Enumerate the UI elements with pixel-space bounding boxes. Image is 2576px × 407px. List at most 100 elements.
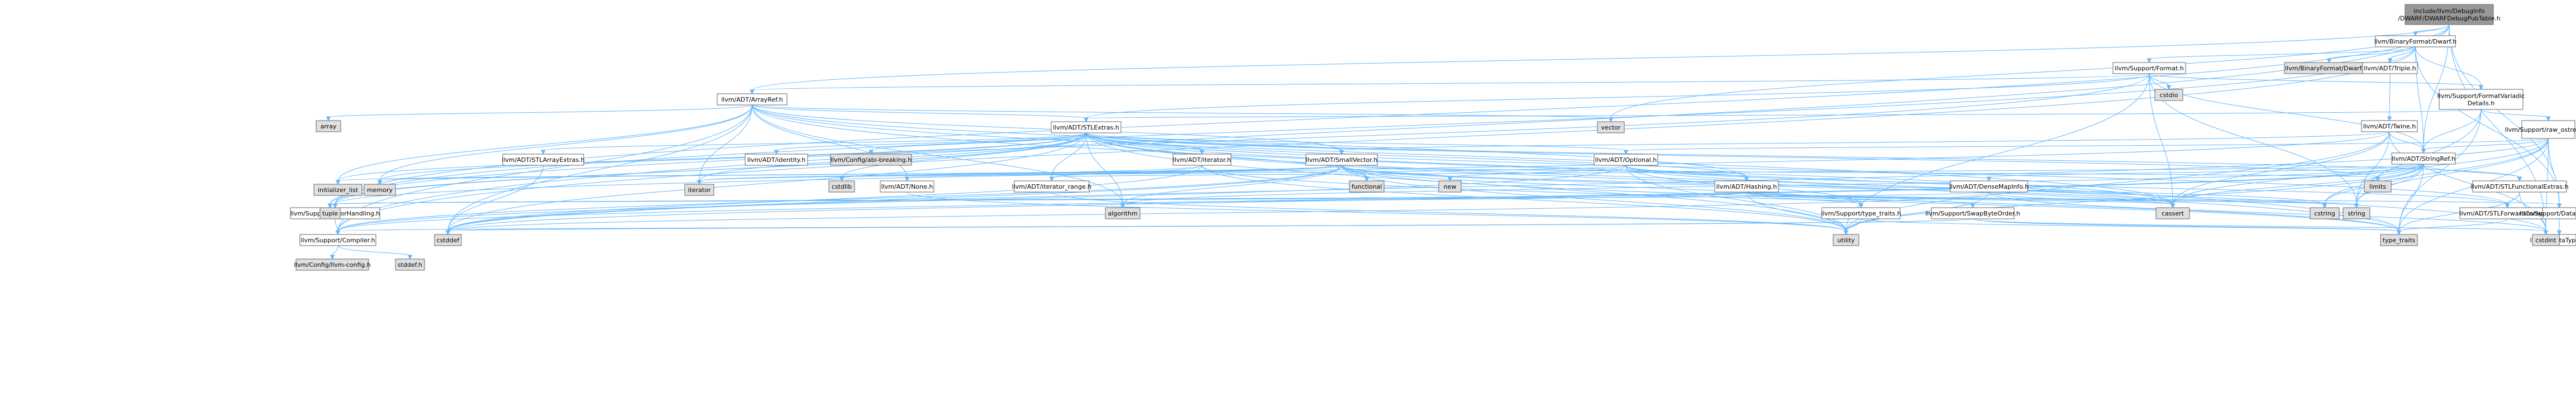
edge-stringref-to-densemapinfo: [1986, 164, 2424, 182]
edge-stringref-to-stlfunc: [2423, 164, 2522, 182]
node-llvm-support-format-h[interactable]: llvm/Support/Format.h: [2112, 62, 2186, 74]
edge-stlarrayext-to-cstddef: [445, 165, 543, 236]
node-label: include/llvm/DebugInfo: [2413, 8, 2485, 15]
node-label: tuple: [322, 210, 338, 217]
node-limits: limits: [2364, 180, 2392, 193]
node-llvm-adt-stlfunctionalextras-h[interactable]: llvm/ADT/STLFunctionalExtras.h: [2470, 180, 2569, 193]
node-label: llvm/Config/abi-breaking.h: [831, 156, 912, 164]
node-cstdlib: cstdlib: [828, 180, 855, 193]
node-label: llvm/ADT/Hashing.h: [1716, 183, 1777, 190]
node-llvm-binaryformat-dwarf-h[interactable]: llvm/BinaryFormat/Dwarf.h: [2374, 35, 2456, 47]
node-label: llvm/Support/DataTypes.h: [2520, 210, 2576, 217]
node-label: stddef.h: [398, 261, 422, 269]
node-box: [1349, 180, 1385, 193]
edge-hashing-to-swapbyte: [1746, 191, 1976, 209]
node-type-traits: type_traits: [2380, 234, 2418, 246]
node-box: [2380, 234, 2418, 246]
node-tuple: tuple: [319, 207, 341, 219]
edge-twine-to-cassert: [2170, 131, 2390, 209]
node-label: llvm/Support/type_traits.h: [1821, 210, 1901, 217]
edge-hashing-to-string: [1746, 191, 2359, 209]
node-llvm-adt-densemapinfo-h[interactable]: llvm/ADT/DenseMapInfo.h: [1949, 180, 2029, 193]
edge-hashing-to-tuple: [327, 191, 1747, 209]
node-label: cstdio: [2160, 92, 2178, 99]
edge-smallvector-to-memory: [377, 165, 1342, 185]
edge-triple-to-twine: [2387, 73, 2392, 122]
node-label: llvm/ADT/DenseMapInfo.h: [1949, 183, 2029, 190]
node-label: llvm/ADT/STLArrayExtras.h: [502, 156, 584, 164]
node-llvm-config-llvm-config-h: llvm/Config/llvm-config.h: [294, 258, 371, 271]
node-algorithm: algorithm: [1105, 207, 1141, 219]
node-memory: memory: [364, 184, 396, 196]
edge-stlextras-to-abibreak: [869, 132, 1086, 155]
node-llvm-adt-iterator-h[interactable]: llvm/ADT/iterator.h: [1172, 154, 1232, 166]
node-box: [2391, 152, 2456, 165]
node-llvm-adt-stlextras-h[interactable]: llvm/ADT/STLExtras.h: [1051, 121, 1122, 133]
node-llvm-support-compiler-h[interactable]: llvm/Support/Compiler.h: [299, 234, 376, 246]
edge-compiler-to-stddef: [337, 245, 413, 260]
node-llvm-adt-stringref-h[interactable]: llvm/ADT/StringRef.h: [2391, 152, 2456, 165]
edge-stlextras-to-stlarrayext: [541, 132, 1086, 155]
edge-stlextras-to-smallvector: [1086, 132, 1344, 155]
edge-stringref-to-typetraits: [2396, 164, 2424, 236]
node-label: utility: [1837, 237, 1855, 244]
node-new: new: [1438, 180, 1462, 193]
node-cstdint: cstdint: [2532, 234, 2560, 246]
edge-arrayref-to-array: [326, 104, 752, 122]
node-llvm-adt-iterator-range-h[interactable]: llvm/ADT/iterator_range.h: [1012, 180, 1091, 193]
edge-arrayref-to-initlist: [335, 104, 752, 185]
node-llvm-adt-triple-h[interactable]: llvm/ADT/Triple.h: [2362, 62, 2418, 74]
node-box: [2532, 234, 2560, 246]
node-llvm-support-raw-ostream-h[interactable]: llvm/Support/raw_ostream.h: [2505, 120, 2576, 139]
node-label: llvm/Support/Compiler.h: [300, 237, 375, 244]
node-label: llvm/Support/raw_ostream.h: [2505, 126, 2576, 133]
edge-swapbyte-to-cstdint: [1972, 218, 2549, 236]
node-label: type_traits: [2383, 237, 2416, 244]
edge-root-to-datatypes: [2449, 24, 2562, 209]
node-label: algorithm: [1108, 210, 1137, 217]
node-llvm-config-abi-breaking-h: llvm/Config/abi-breaking.h: [830, 154, 912, 166]
node-llvm-adt-arrayref-h[interactable]: llvm/ADT/ArrayRef.h: [717, 93, 788, 106]
node-label: llvm/ADT/Twine.h: [2363, 123, 2416, 130]
edge-smallvector-to-cstdlib: [839, 165, 1342, 182]
edge-dwarf-to-triple: [2387, 46, 2416, 64]
node-iterator: iterator: [684, 184, 714, 196]
edge-arrayref-to-memory: [377, 104, 752, 185]
node-label: llvm/Support/FormatVariadic: [2437, 93, 2525, 100]
node-label: llvm/ADT/Optional.h: [1595, 156, 1657, 164]
edge-stringref-to-limits: [2375, 164, 2424, 182]
node-llvm-adt-optional-h[interactable]: llvm/ADT/Optional.h: [1594, 154, 1658, 166]
node-box: [1172, 154, 1232, 166]
node-box: [717, 93, 788, 106]
node-llvm-adt-none-h[interactable]: llvm/ADT/None.h: [880, 180, 934, 193]
edge-stlextras-to-optional: [1086, 132, 1629, 155]
edge-fvd-to-stringref: [2421, 109, 2482, 154]
node-llvm-adt-stlarrayextras-h[interactable]: llvm/ADT/STLArrayExtras.h: [502, 154, 585, 166]
node-llvm-adt-identity-h[interactable]: llvm/ADT/identity.h: [745, 154, 808, 166]
node-cstdio: cstdio: [2154, 89, 2183, 101]
node-box: [2361, 120, 2418, 132]
node-include-llvm-debuginfo-dwarf-dwarfdebugpubtable-h[interactable]: include/llvm/DebugInfo/DWARF/DWARFDebugP…: [2398, 4, 2501, 25]
node-label: llvm/Support/Format.h: [2115, 65, 2183, 72]
node-llvm-adt-twine-h[interactable]: llvm/ADT/Twine.h: [2361, 120, 2418, 132]
node-llvm-adt-hashing-h[interactable]: llvm/ADT/Hashing.h: [1714, 180, 1779, 193]
node-llvm-support-datatypes-h[interactable]: llvm/Support/DataTypes.h: [2520, 207, 2576, 219]
node-box: [880, 180, 934, 193]
node-vector: vector: [1597, 121, 1625, 133]
node-label: llvm/ADT/identity.h: [747, 156, 805, 164]
node-llvm-support-type-traits-h[interactable]: llvm/Support/type_traits.h: [1821, 207, 1901, 219]
node-label: limits: [2369, 183, 2386, 190]
edge-hashing-to-datatypes: [1746, 191, 2562, 209]
edge-arrayref-to-stlextras: [752, 104, 1089, 123]
node-llvm-adt-stlforwardcompat-h[interactable]: llvm/ADT/STLForwardCompat.h: [2459, 207, 2555, 219]
node-utility: utility: [1833, 234, 1859, 246]
edge-iterator-to-utility: [1201, 165, 1849, 236]
node-llvm-support-swapbyteorder-h[interactable]: llvm/Support/SwapByteOrder.h: [1925, 207, 2020, 219]
node-box: [2155, 207, 2190, 219]
edge-stlextras-to-stlfunc: [1086, 132, 2522, 182]
node-box: [2362, 62, 2418, 74]
node-llvm-adt-smallvector-h[interactable]: llvm/ADT/SmallVector.h: [1305, 154, 1378, 166]
node-box: [2521, 120, 2575, 139]
